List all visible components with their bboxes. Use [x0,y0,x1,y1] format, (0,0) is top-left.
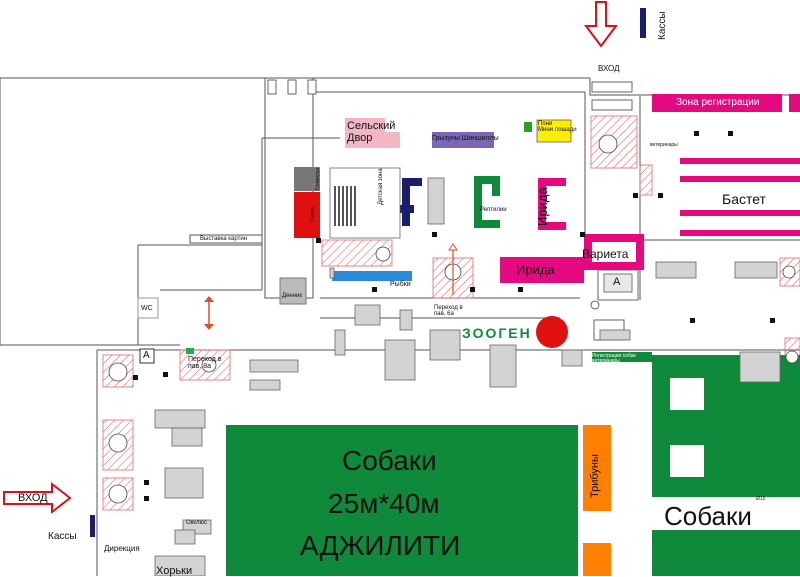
ring-sign: Ø15 [756,496,766,502]
zone-oklyus: Окклюс [186,520,207,526]
stairwells [108,134,799,504]
zone-wc: WC [141,305,153,312]
brand-zoogen: ЗООГЕН [462,325,532,341]
vet-registration: Регистрация собак ветеринары [592,353,636,364]
columns [267,79,639,341]
sector-a-left: А [143,350,150,361]
black-posts [133,131,775,501]
sector-a-box-top [603,273,633,293]
agility-size: 25м*40м [328,488,440,519]
zone-direction: Дирекция [104,544,140,553]
zone-dennik: Денник [282,293,303,299]
passage-6a[interactable]: Переход в пав. 6а [434,305,463,317]
zone-varieta: Вариета [582,247,629,261]
passage-8a[interactable]: Переход в пав. 8а [188,356,222,370]
zone-tribunes: Трибуны [589,454,601,498]
cashiers-left-label: Кассы [48,531,77,542]
agility-name: АДЖИЛИТИ [300,530,461,561]
wc-box [137,297,159,319]
agility-title: Собаки [342,445,437,476]
zone-kids: Детская зона [378,168,384,205]
zone-horki: Хорьки [156,565,193,577]
sector-a-box-left [139,348,155,364]
zone-dogs-right: Собаки [662,501,754,531]
zone-rodents: Грызуны Шиншиллы [432,135,499,142]
zone-pictures: Выставка картин [200,236,247,242]
cashiers-top-label: Кассы [657,11,668,40]
zone-irida-vertical: Ирида [535,187,550,226]
sector-a-top: А [613,276,621,288]
zoogen-logo-circle [536,316,568,348]
zone-ponies: Пони Мини лошади [538,121,577,133]
kids-zone-seats [334,186,356,226]
zone-selsky-dvor: Сельский Двор [347,120,396,144]
entrance-left-label[interactable]: ВХОД [18,492,48,504]
zone-reptiles: Рептилии [480,207,507,213]
exhibitor-blocks [226,94,800,576]
zone-irida: Ирида [516,262,555,277]
zone-bastet: Бастет [722,191,766,207]
zone-fish: Рыбки [390,281,411,288]
veterinars-label: ветеринары [650,142,678,148]
arrows [3,1,618,515]
entrance-top-label[interactable]: ВХОД [598,64,620,73]
zone-scene: Сцена [310,207,316,222]
zone-registration: Зона регистрации [676,97,760,108]
zone-grimerka: Гримерка [315,167,321,190]
grey-stands [154,167,781,576]
